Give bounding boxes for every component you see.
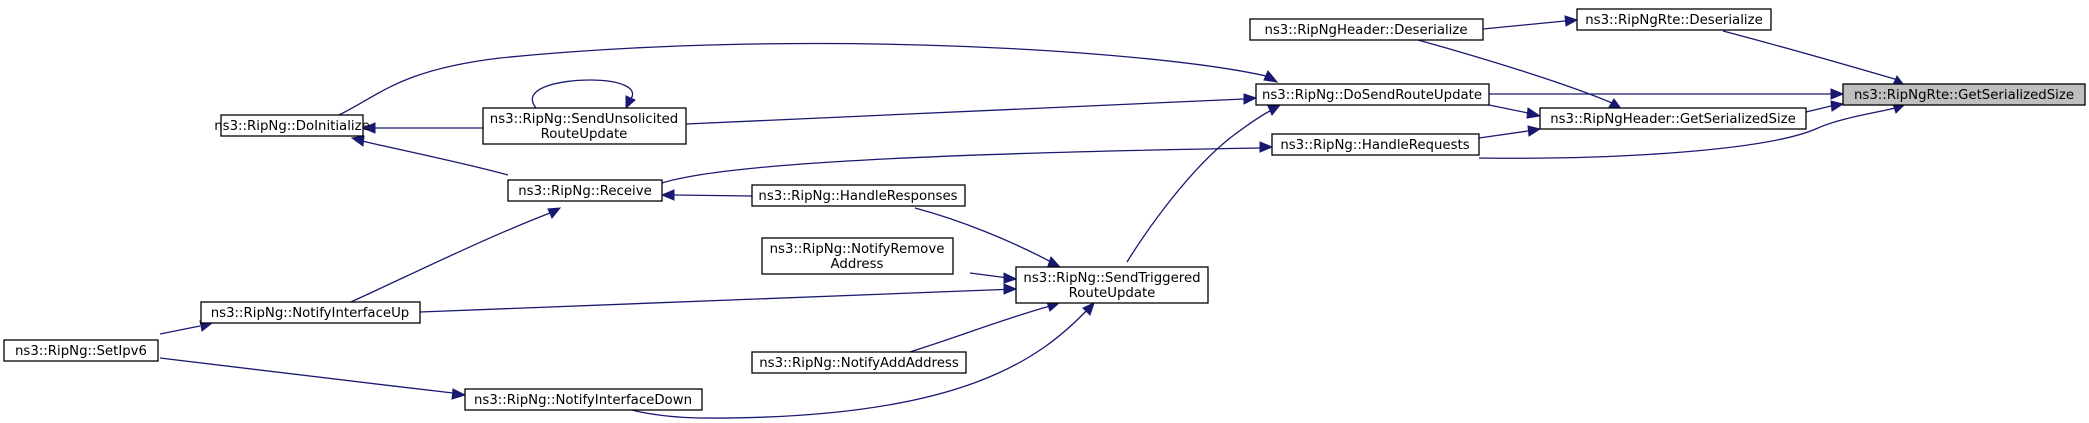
node-label-line-2: Address	[831, 257, 884, 272]
node-label: ns3::RipNg::DoInitialize	[214, 119, 370, 134]
edge-receive-to-handle-requests	[661, 147, 1261, 184]
node-ripngrte-deserialize[interactable]: ns3::RipNgRte::Deserialize	[1576, 8, 1772, 31]
edge-send-unsolicited-to-do-send-route-update	[685, 98, 1245, 125]
edge-header-get-serialized-size-to-get-serialized-size	[1805, 105, 1832, 113]
node-handle-requests[interactable]: ns3::RipNg::HandleRequests	[1271, 133, 1480, 156]
edge-send-unsolicited-self-loop	[531, 79, 634, 109]
node-label: ns3::RipNg::HandleRequests	[1280, 138, 1469, 153]
arrowhead	[1243, 93, 1258, 105]
node-handle-responses[interactable]: ns3::RipNg::HandleResponses	[751, 184, 966, 207]
node-set-ipv6[interactable]: ns3::RipNg::SetIpv6	[3, 339, 159, 362]
arrowhead	[350, 135, 365, 147]
arrowhead	[1003, 283, 1018, 295]
node-label-line-1: ns3::RipNg::SendTriggered	[1023, 271, 1200, 286]
arrowhead	[1267, 104, 1282, 116]
node-label-line-1: ns3::RipNg::SendUnsolicited	[490, 112, 678, 127]
node-ripngheader-get-serialized-size[interactable]: ns3::RipNgHeader::GetSerializedSize	[1539, 107, 1807, 130]
node-label-line-2: RouteUpdate	[541, 127, 628, 142]
node-notify-add-address[interactable]: ns3::RipNg::NotifyAddAddress	[751, 351, 967, 374]
edge-send-triggered-to-do-send-route-update	[1126, 110, 1271, 263]
node-label: ns3::RipNgRte::GetSerializedSize	[1854, 88, 2074, 103]
node-notify-interface-down[interactable]: ns3::RipNg::NotifyInterfaceDown	[464, 388, 703, 411]
node-send-triggered-route-update[interactable]: ns3::RipNg::SendTriggered RouteUpdate	[1015, 266, 1209, 304]
node-label: ns3::RipNg::NotifyInterfaceDown	[474, 393, 692, 408]
node-do-send-route-update[interactable]: ns3::RipNg::DoSendRouteUpdate	[1255, 83, 1490, 106]
node-ripngrte-get-serialized-size[interactable]: ns3::RipNgRte::GetSerializedSize	[1842, 83, 2086, 106]
edge-send-triggered-to-notify-add-address	[899, 305, 1051, 356]
edge-notify-interface-down-to-set-ipv6	[159, 357, 454, 394]
edge-do-send-route-update-to-header-get-serialized-size	[1488, 104, 1529, 114]
arrowhead	[1527, 125, 1542, 137]
edges	[159, 15, 1908, 419]
edge-handle-requests-to-get-serialized-size	[1478, 107, 1896, 159]
arrowhead	[1830, 88, 1845, 100]
node-notify-remove-address[interactable]: ns3::RipNg::NotifyRemove Address	[761, 237, 954, 275]
node-ripngheader-deserialize[interactable]: ns3::RipNgHeader::Deserialize	[1249, 18, 1484, 41]
node-receive[interactable]: ns3::RipNg::Receive	[507, 179, 663, 202]
node-do-initialize[interactable]: ns3::RipNg::DoInitialize	[214, 114, 370, 137]
arrowhead	[1003, 272, 1018, 284]
arrowhead	[1047, 256, 1061, 267]
nodes: ns3::RipNgRte::GetSerializedSize ns3::Ri…	[3, 8, 2086, 411]
edge-send-triggered-to-notify-interface-down	[609, 306, 1091, 419]
edge-send-triggered-to-handle-responses	[914, 207, 1056, 265]
node-notify-interface-up[interactable]: ns3::RipNg::NotifyInterfaceUp	[200, 301, 421, 324]
node-label: ns3::RipNgHeader::GetSerializedSize	[1550, 112, 1796, 127]
node-label-line-1: ns3::RipNg::NotifyRemove	[770, 242, 945, 257]
arrowhead	[1082, 302, 1095, 316]
edge-rte-deserialize-to-get-serialized-size	[1722, 30, 1899, 81]
edge-send-triggered-to-notify-interface-up	[419, 288, 1017, 313]
node-label: ns3::RipNgHeader::Deserialize	[1264, 23, 1467, 38]
edge-handle-requests-to-header-get-serialized-size	[1478, 130, 1529, 139]
arrowhead	[451, 388, 467, 400]
node-label: ns3::RipNg::Receive	[518, 184, 652, 199]
arrowhead	[625, 95, 636, 110]
node-label: ns3::RipNgRte::Deserialize	[1585, 13, 1763, 28]
edge-notify-interface-up-to-receive	[341, 212, 551, 307]
edge-handle-responses-to-receive	[673, 194, 753, 197]
node-label: ns3::RipNg::HandleResponses	[758, 189, 957, 204]
arrowhead	[1259, 141, 1274, 153]
edge-do-initialize-to-do-send-route-update	[338, 42, 1267, 116]
edge-receive-to-do-initialize	[361, 140, 509, 176]
arrowhead	[660, 189, 675, 201]
edge-header-deserialize-to-header-get-serialized-size	[1417, 39, 1613, 104]
node-label-line-2: RouteUpdate	[1069, 286, 1156, 301]
arrowhead	[1564, 15, 1579, 27]
arrowhead	[1830, 100, 1845, 112]
arrowhead	[1263, 70, 1279, 83]
arrowhead	[547, 207, 562, 219]
node-send-unsolicited-route-update[interactable]: ns3::RipNg::SendUnsolicited RouteUpdate	[482, 107, 687, 145]
node-label: ns3::RipNg::NotifyAddAddress	[759, 356, 959, 371]
edge-header-deserialize-to-rte-deserialize	[1482, 20, 1566, 30]
arrowhead	[1526, 107, 1542, 119]
edge-notify-interface-up-to-set-ipv6	[159, 325, 201, 335]
arrowhead	[361, 122, 376, 134]
node-label: ns3::RipNg::SetIpv6	[15, 344, 147, 359]
node-label: ns3::RipNg::NotifyInterfaceUp	[211, 306, 410, 321]
node-label: ns3::RipNg::DoSendRouteUpdate	[1262, 88, 1482, 103]
